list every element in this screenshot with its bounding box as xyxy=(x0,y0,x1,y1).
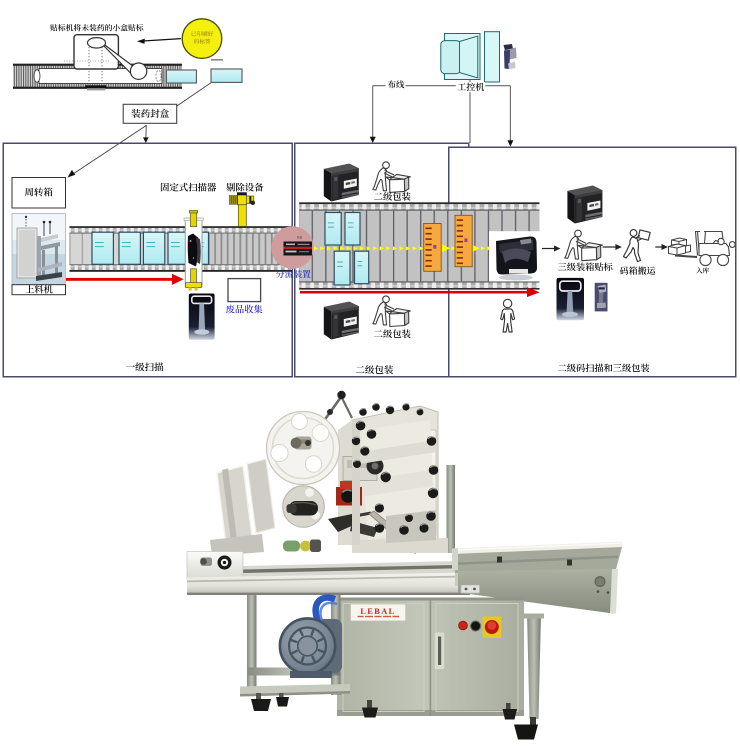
svg-text:LEBAL: LEBAL xyxy=(360,607,395,616)
svg-text:#8: #8 xyxy=(297,235,303,240)
